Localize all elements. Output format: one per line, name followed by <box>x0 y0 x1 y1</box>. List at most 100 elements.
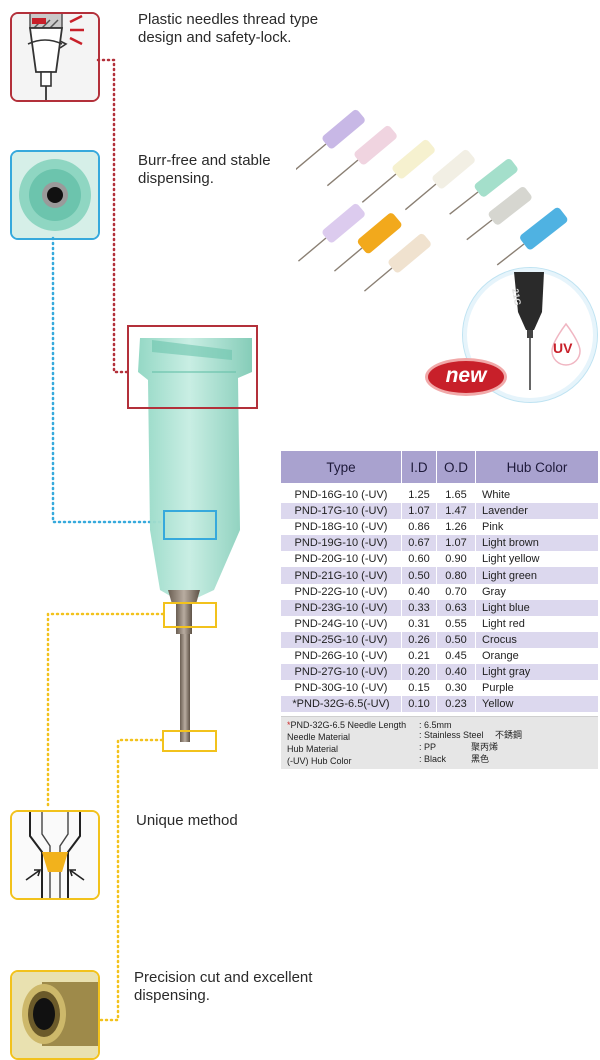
spec-table: Type I.D O.D Hub Color PND-16G-10 (-UV)1… <box>281 451 598 713</box>
cell-id: 0.21 <box>401 647 437 665</box>
cell-id: 0.10 <box>401 696 437 713</box>
cell-type: PND-26G-10 (-UV) <box>281 647 402 665</box>
cell-hub-color: Light brown <box>475 535 598 552</box>
hub-material-chinese: 聚丙烯 <box>471 742 499 752</box>
cell-hub-color: Purple <box>475 680 598 697</box>
cell-hub-color: Light blue <box>475 599 598 616</box>
cell-type: *PND-32G-6.5(-UV) <box>281 696 402 713</box>
cell-type: PND-18G-10 (-UV) <box>281 519 402 536</box>
cell-type: PND-24G-10 (-UV) <box>281 615 402 632</box>
cell-hub-color: Lavender <box>475 503 598 520</box>
feature-precision-cut-text: Precision cut and excellent dispensing. <box>134 969 313 1004</box>
cell-od: 1.47 <box>436 503 476 520</box>
cell-id: 1.25 <box>401 483 437 504</box>
cell-hub-color: Gray <box>475 583 598 600</box>
cell-od: 1.65 <box>436 483 476 504</box>
cell-type: PND-20G-10 (-UV) <box>281 551 402 568</box>
cell-od: 0.45 <box>436 647 476 665</box>
thread-design-thumbnail <box>10 12 100 102</box>
cell-od: 0.30 <box>436 680 476 697</box>
cell-hub-color: Orange <box>475 647 598 665</box>
cell-od: 0.90 <box>436 551 476 568</box>
cell-id: 0.40 <box>401 583 437 600</box>
feature-burr-free-text: Burr-free and stable dispensing. <box>138 152 271 187</box>
cell-id: 0.31 <box>401 615 437 632</box>
unique-method-thumbnail <box>10 810 100 900</box>
needle-length-label: PND-32G-6.5 Needle Length <box>290 720 407 730</box>
cell-id: 0.33 <box>401 599 437 616</box>
cell-id: 0.60 <box>401 551 437 568</box>
cell-od: 1.07 <box>436 535 476 552</box>
cell-id: 0.67 <box>401 535 437 552</box>
cell-type: PND-17G-10 (-UV) <box>281 503 402 520</box>
cell-type: PND-25G-10 (-UV) <box>281 631 402 648</box>
materials-block: *PND-32G-6.5 Needle Length : 6.5mm Needl… <box>281 716 598 769</box>
table-header-row: Type I.D O.D Hub Color <box>281 451 598 483</box>
new-label: new <box>445 364 487 387</box>
cell-od: 0.70 <box>436 583 476 600</box>
burr-free-thumbnail <box>10 150 100 240</box>
uv-hub-color-label: (-UV) Hub Color <box>287 756 352 766</box>
precision-cut-thumbnail <box>10 970 100 1060</box>
cell-od: 0.55 <box>436 615 476 632</box>
cell-type: PND-16G-10 (-UV) <box>281 483 402 504</box>
cell-type: PND-19G-10 (-UV) <box>281 535 402 552</box>
needle-length-value: : 6.5mm <box>419 720 452 730</box>
cell-hub-color: Light red <box>475 615 598 632</box>
needle-material-label: Needle Material <box>287 732 351 742</box>
needle-material-chinese: 不銹鋼 <box>495 730 523 740</box>
hub-material-label: Hub Material <box>287 744 339 754</box>
cell-type: PND-23G-10 (-UV) <box>281 599 402 616</box>
new-badge <box>428 361 504 393</box>
cell-hub-color: Light yellow <box>475 551 598 568</box>
cell-type: PND-27G-10 (-UV) <box>281 664 402 681</box>
cell-hub-color: Pink <box>475 519 598 536</box>
uv-hub-color-chinese: 黑色 <box>471 754 490 764</box>
cell-id: 0.15 <box>401 680 437 697</box>
cell-hub-color: White <box>475 483 598 504</box>
cell-id: 1.07 <box>401 503 437 520</box>
feature-unique-method-text: Unique method <box>136 812 238 829</box>
needle-illustration <box>138 338 252 742</box>
uv-label: UV <box>553 340 573 356</box>
cell-id: 0.20 <box>401 664 437 681</box>
cell-od: 0.40 <box>436 664 476 681</box>
black-uv-needle <box>514 272 544 390</box>
col-header-type: Type <box>281 451 402 483</box>
cell-hub-color: Light green <box>475 567 598 584</box>
needle-material-value: : Stainless Steel <box>419 730 484 740</box>
cell-type: PND-22G-10 (-UV) <box>281 583 402 600</box>
cell-hub-color: Yellow <box>475 696 598 713</box>
cell-od: 0.80 <box>436 567 476 584</box>
needle-color-assortment <box>296 109 568 292</box>
cell-hub-color: Light gray <box>475 664 598 681</box>
hub-material-value: : PP <box>419 742 437 752</box>
feature-thread-text: Plastic needles thread type design and s… <box>138 11 319 46</box>
cell-od: 0.50 <box>436 631 476 648</box>
cell-id: 0.26 <box>401 631 437 648</box>
uv-droplet-icon <box>548 322 584 366</box>
cell-id: 0.86 <box>401 519 437 536</box>
cell-od: 1.26 <box>436 519 476 536</box>
uv-hub-color-value: : Black <box>419 754 447 764</box>
cell-hub-color: Crocus <box>475 631 598 648</box>
needle-length-note: *PND-32G-6.5 Needle Length <box>287 720 407 730</box>
cell-type: PND-30G-10 (-UV) <box>281 680 402 697</box>
cell-od: 0.23 <box>436 696 476 713</box>
col-header-od: O.D <box>436 451 476 483</box>
col-header-hub-color: Hub Color <box>475 451 598 483</box>
cell-id: 0.50 <box>401 567 437 584</box>
